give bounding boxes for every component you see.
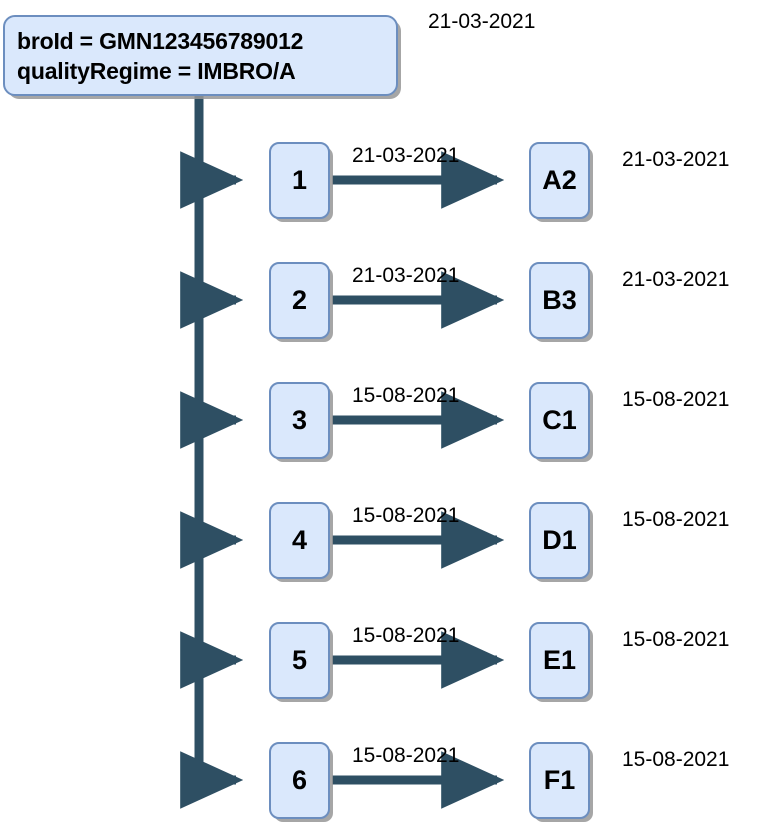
edge-date-4: 15-08-2021: [352, 504, 460, 527]
right-node-5[interactable]: E1: [529, 622, 590, 699]
right-node-6[interactable]: F1: [529, 742, 590, 819]
edge-date-3: 15-08-2021: [352, 384, 460, 407]
right-node-3[interactable]: C1: [529, 382, 590, 459]
branch-elbow-3: [180, 391, 244, 449]
edge-date-5: 15-08-2021: [352, 624, 460, 647]
root-node-date: 21-03-2021: [428, 10, 536, 33]
left-node-4[interactable]: 4: [269, 502, 330, 579]
right-node-4[interactable]: D1: [529, 502, 590, 579]
right-node-date-5: 15-08-2021: [622, 628, 730, 651]
left-node-6[interactable]: 6: [269, 742, 330, 819]
left-node-3[interactable]: 3: [269, 382, 330, 459]
left-node-5[interactable]: 5: [269, 622, 330, 699]
root-node-quality-regime: qualityRegime = IMBRO/A: [17, 57, 296, 84]
right-node-date-3: 15-08-2021: [622, 388, 730, 411]
branch-elbow-1: [180, 151, 244, 209]
edge-date-2: 21-03-2021: [352, 264, 460, 287]
right-node-date-6: 15-08-2021: [622, 748, 730, 771]
left-node-2[interactable]: 2: [269, 262, 330, 339]
right-node-2[interactable]: B3: [529, 262, 590, 339]
trunk-line: [180, 96, 244, 809]
right-node-date-4: 15-08-2021: [622, 508, 730, 531]
root-node[interactable]: broId = GMN123456789012 qualityRegime = …: [3, 15, 398, 96]
branch-elbow-2: [180, 271, 244, 329]
right-node-date-2: 21-03-2021: [622, 268, 730, 291]
left-node-1[interactable]: 1: [269, 142, 330, 219]
branch-elbow-4: [180, 511, 244, 569]
right-node-1[interactable]: A2: [529, 142, 590, 219]
edge-date-1: 21-03-2021: [352, 144, 460, 167]
root-node-broid: broId = GMN123456789012: [17, 27, 304, 54]
edge-date-6: 15-08-2021: [352, 744, 460, 767]
right-node-date-1: 21-03-2021: [622, 148, 730, 171]
branch-elbow-5: [180, 631, 244, 689]
